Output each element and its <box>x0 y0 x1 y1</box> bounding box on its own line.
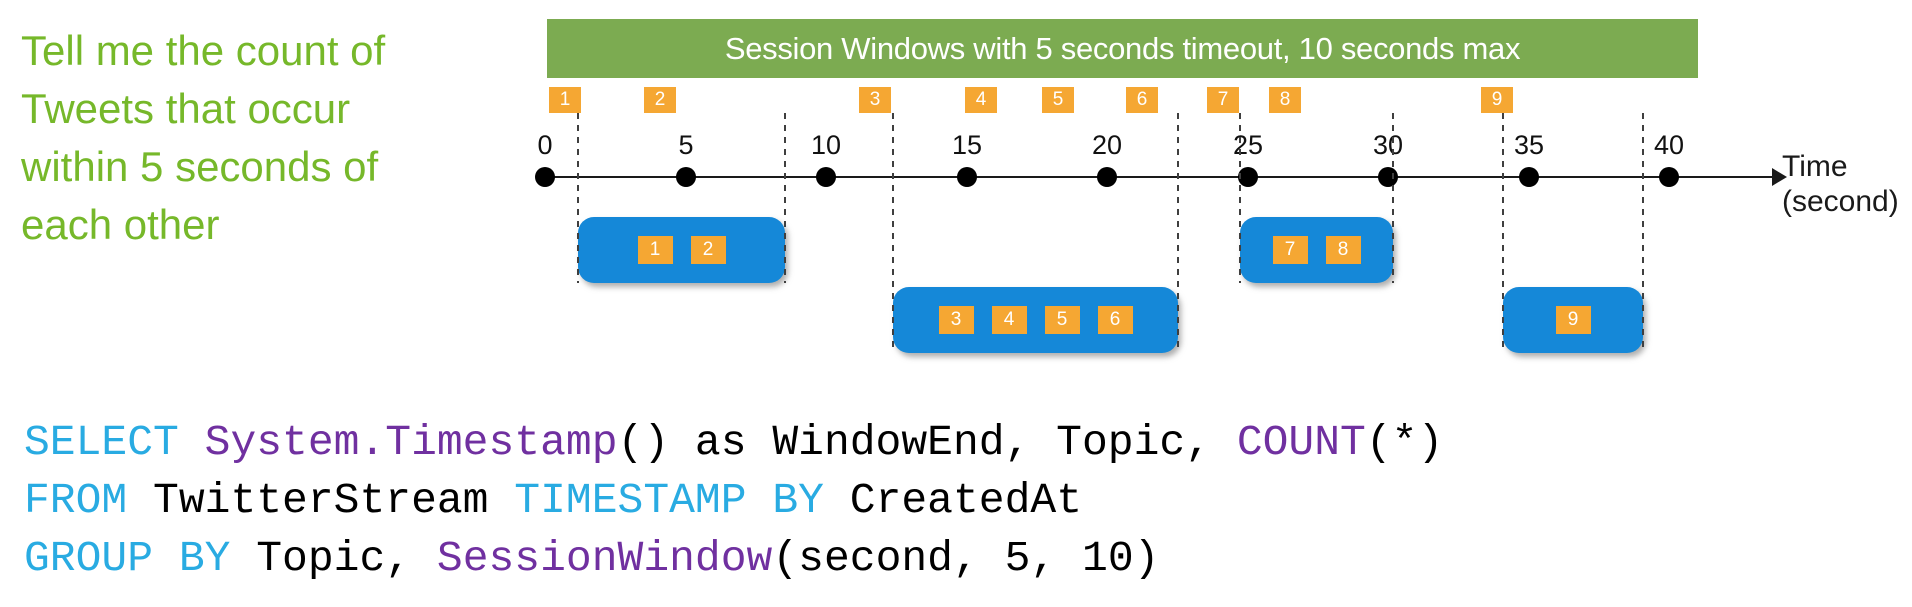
window-event-chip: 5 <box>1044 306 1080 334</box>
tick-label: 30 <box>1372 130 1404 160</box>
time-axis-caption: Time (second) <box>1782 149 1899 219</box>
window-boundary-dashed-line <box>1642 113 1644 353</box>
event-marker: 9 <box>1481 87 1513 113</box>
sql-line: GROUP BY Topic, SessionWindow(second, 5,… <box>24 530 1443 588</box>
time-axis-caption-line2: (second) <box>1782 185 1899 218</box>
tick-dot <box>535 167 555 187</box>
window-boundary-dashed-line <box>1392 113 1394 283</box>
event-marker: 3 <box>859 87 891 113</box>
tick-label: 5 <box>678 130 694 160</box>
window-event-chip: 1 <box>637 236 673 264</box>
sql-token-keyword: TIMESTAMP BY <box>514 476 850 525</box>
window-event-chip: 2 <box>690 236 726 264</box>
tick-label: 15 <box>951 130 983 160</box>
session-window-banner: Session Windows with 5 seconds timeout, … <box>547 19 1698 78</box>
tick-label: 0 <box>537 130 553 160</box>
sql-token-function: System.Timestamp <box>204 418 618 467</box>
tick-dot <box>1378 167 1398 187</box>
tick-label: 40 <box>1653 130 1685 160</box>
sql-query: SELECT System.Timestamp() as WindowEnd, … <box>24 414 1443 588</box>
tick-label: 10 <box>810 130 842 160</box>
window-boundary-dashed-line <box>1502 113 1504 353</box>
time-axis-caption-line1: Time <box>1782 150 1848 183</box>
sql-token-plain: () as WindowEnd, Topic, <box>617 418 1237 467</box>
event-marker: 4 <box>965 87 997 113</box>
window-event-chip: 3 <box>938 306 974 334</box>
window-boundary-dashed-line <box>1177 113 1179 353</box>
tick-dot <box>676 167 696 187</box>
sql-token-plain: TwitterStream <box>153 476 515 525</box>
tick-dot <box>957 167 977 187</box>
sql-token-plain: (*) <box>1365 418 1444 467</box>
window-boundary-dashed-line <box>1239 113 1241 283</box>
tick-dot <box>816 167 836 187</box>
tick-dot <box>1659 167 1679 187</box>
sql-token-keyword: GROUP BY <box>24 534 257 583</box>
prompt-text-line: Tweets that occur <box>21 85 351 132</box>
prompt-text-line: within 5 seconds of <box>21 143 379 190</box>
event-marker: 5 <box>1042 87 1074 113</box>
prompt-text: Tell me the count of Tweets that occur wit… <box>21 22 385 254</box>
session-window: 9 <box>1503 287 1643 353</box>
tick-dot <box>1238 167 1258 187</box>
sql-token-plain: Topic, <box>256 534 437 583</box>
window-event-chip: 9 <box>1555 306 1591 334</box>
time-axis-arrowhead-icon <box>1772 168 1787 186</box>
window-boundary-dashed-line <box>784 113 786 283</box>
tick-label: 20 <box>1091 130 1123 160</box>
event-marker: 2 <box>644 87 676 113</box>
event-marker: 7 <box>1207 87 1239 113</box>
tick-dot <box>1519 167 1539 187</box>
event-marker: 1 <box>549 87 581 113</box>
window-event-chip: 4 <box>991 306 1027 334</box>
time-axis-line <box>545 176 1772 178</box>
window-event-chip: 8 <box>1325 236 1361 264</box>
tick-label: 25 <box>1232 130 1264 160</box>
window-boundary-dashed-line <box>892 113 894 353</box>
sql-token-plain: (second, 5, 10) <box>772 534 1160 583</box>
prompt-text-line: each other <box>21 201 220 248</box>
window-event-chip: 7 <box>1272 236 1308 264</box>
window-event-chip: 6 <box>1097 306 1133 334</box>
sql-token-keyword: SELECT <box>24 418 205 467</box>
sql-line: FROM TwitterStream TIMESTAMP BY CreatedA… <box>24 472 1443 530</box>
prompt-text-line: Tell me the count of <box>21 27 386 74</box>
event-marker: 8 <box>1269 87 1301 113</box>
window-boundary-dashed-line <box>577 113 579 283</box>
sql-token-function: COUNT <box>1236 418 1366 467</box>
event-marker: 6 <box>1126 87 1158 113</box>
sql-token-keyword: FROM <box>24 476 154 525</box>
sql-token-function: SessionWindow <box>436 534 773 583</box>
sql-line: SELECT System.Timestamp() as WindowEnd, … <box>24 414 1443 472</box>
sql-token-plain: CreatedAt <box>849 476 1083 525</box>
tick-dot <box>1097 167 1117 187</box>
tick-label: 35 <box>1513 130 1545 160</box>
